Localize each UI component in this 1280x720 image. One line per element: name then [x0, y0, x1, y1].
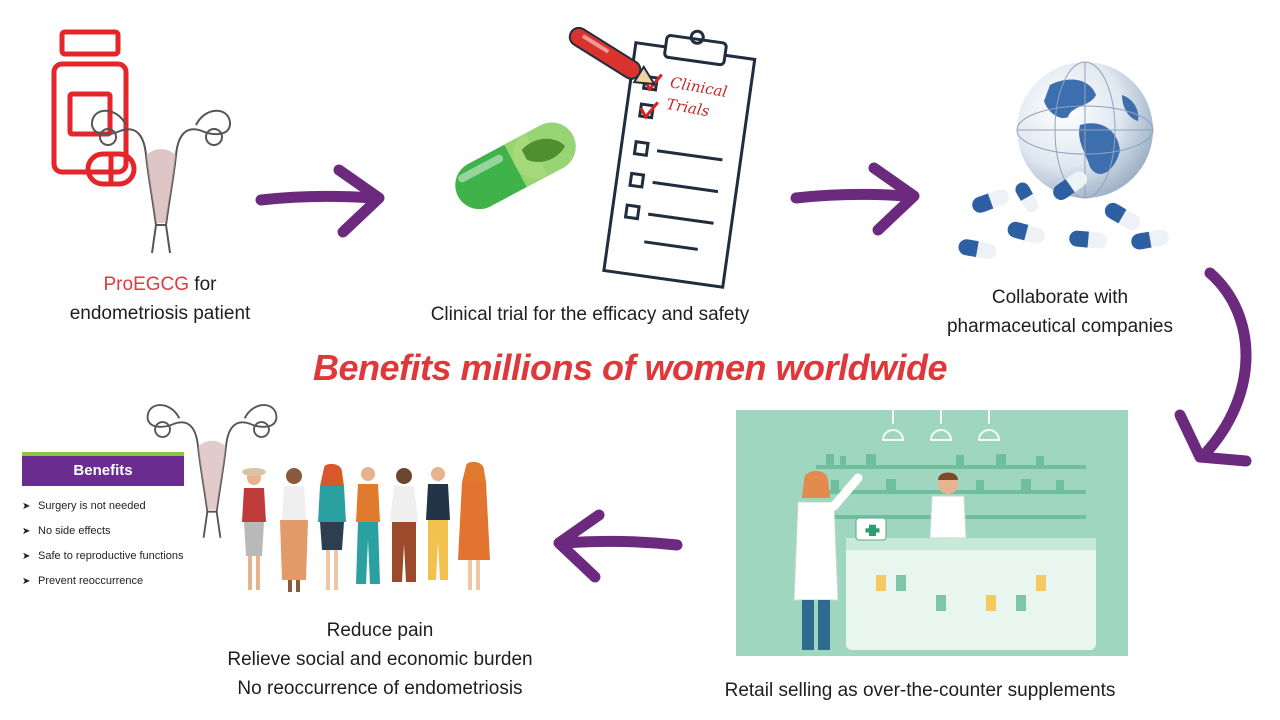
benefits-box: Benefits ➤ Surgery is not needed ➤ No side… — [22, 452, 184, 594]
step3-caption: Collaborate with pharmaceutical companie… — [930, 283, 1190, 341]
capsule-icon — [455, 122, 576, 210]
uterus-icon — [146, 404, 278, 538]
benefit-item: ➤ Surgery is not needed — [22, 494, 184, 519]
step2-caption: Clinical trial for the efficacy and safe… — [430, 304, 750, 325]
benefit-item-text: Safe to reproductive functions — [38, 550, 184, 562]
step1-caption: ProEGCG for endometriosis patient — [40, 270, 280, 328]
step5-line3: No reoccurrence of endometriosis — [237, 678, 523, 699]
step5-caption: Reduce pain Relieve social and economic … — [200, 616, 560, 703]
headline: Benefits millions of women worldwide — [312, 347, 948, 388]
benefit-item-text: No side effects — [38, 525, 111, 537]
benefits-box-accent — [22, 452, 184, 456]
arrow-left-icon — [553, 509, 683, 583]
pharmacy-icon — [736, 410, 1128, 656]
clipboard-icon — [602, 29, 757, 289]
pills-icon — [958, 171, 1169, 260]
arrow-bullet-icon: ➤ — [22, 526, 31, 537]
globe-icon — [1016, 61, 1154, 199]
arrow-right-icon — [255, 164, 385, 238]
step3-line1: Collaborate with — [991, 287, 1129, 308]
women-group-icon — [242, 461, 490, 592]
arrow-right-icon — [790, 162, 920, 236]
arrow-bullet-icon: ➤ — [22, 551, 31, 562]
step1-line2: endometriosis patient — [69, 303, 251, 324]
step1-line1-rest: for — [189, 274, 217, 295]
arrow-bullet-icon: ➤ — [22, 576, 31, 587]
benefits-list: ➤Surgery is not needed ➤No side effects … — [22, 494, 184, 594]
benefit-item: ➤ No side effects — [22, 519, 184, 544]
benefits-title: Benefits — [22, 456, 184, 486]
step5-line1: Reduce pain — [326, 620, 434, 641]
pill-bottle-icon — [51, 29, 137, 187]
benefit-item-text: Prevent reoccurrence — [38, 575, 144, 587]
step5-line2: Relieve social and economic burden — [227, 649, 533, 670]
arrow-curved-down-icon — [1174, 267, 1252, 467]
uterus-icon — [90, 109, 232, 254]
benefit-item-text: Surgery is not needed — [38, 500, 146, 512]
step4-caption: Retail selling as over-the-counter suppl… — [724, 680, 1116, 701]
benefit-item: ➤ Prevent reoccurrence — [22, 569, 184, 594]
proegcg-label: ProEGCG — [103, 274, 190, 295]
arrow-bullet-icon: ➤ — [22, 501, 31, 512]
pen-icon — [568, 26, 657, 86]
benefit-item: ➤ Safe to reproductive functions — [22, 544, 184, 569]
step3-line2: pharmaceutical companies — [946, 316, 1173, 337]
